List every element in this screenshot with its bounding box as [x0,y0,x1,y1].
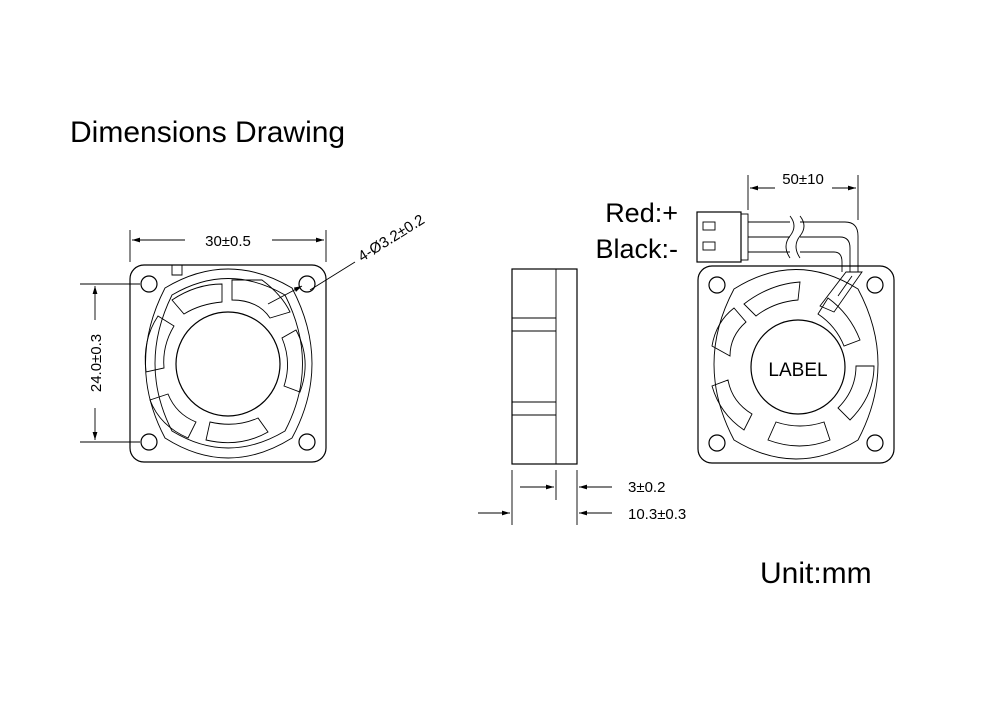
width-dimension-label: 30±0.5 [205,233,251,250]
black-wire-label: Black:- [595,234,678,264]
red-wire-label: Red:+ [605,198,678,228]
unit-label: Unit:mm [760,557,872,590]
fan-label-text: LABEL [768,360,827,381]
cable-length-label: 50±10 [782,171,824,188]
fan-hub [175,311,281,417]
hole-spacing-dimension: 24.0±0.3 [80,283,140,443]
hole-spacing-label: 24.0±0.3 [88,334,105,392]
side-view-fan [511,268,578,465]
thickness-dimensions: 3±0.2 10.3±0.3 [478,470,686,525]
mount-hole [866,276,884,294]
mount-hole [140,433,158,451]
connector-cable [696,211,859,272]
flange-thickness-label: 3±0.2 [628,479,665,496]
front-view-fan [129,264,327,463]
fan-hub [750,319,846,415]
mount-hole [140,275,158,293]
mount-hole [708,276,726,294]
mount-hole-callout: 4-Ø3.2±0.2 [267,211,428,305]
drawing-title: Dimensions Drawing [70,116,346,149]
total-thickness-label: 10.3±0.3 [628,506,686,523]
mount-hole [298,433,316,451]
cable-length-dimension: 50±10 [747,171,859,220]
connector [696,211,742,263]
mount-hole-label: 4-Ø3.2±0.2 [355,211,428,265]
mount-hole [298,275,316,293]
width-dimension: 30±0.5 [129,230,327,262]
mount-hole [866,434,884,452]
mount-hole [708,434,726,452]
back-view-fan: LABEL [697,265,895,464]
